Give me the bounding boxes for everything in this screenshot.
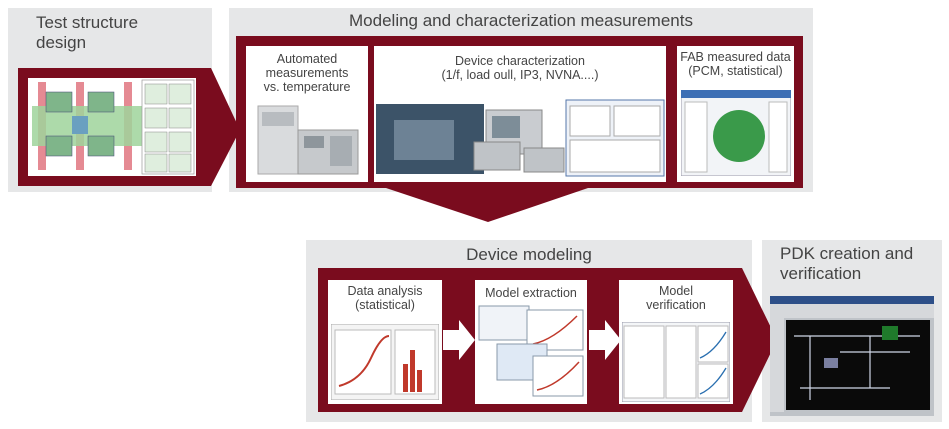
automated-measurements-card: Automated measurements vs. temperature xyxy=(246,46,368,182)
pdk-image xyxy=(770,296,934,416)
model-extraction-label: Model extraction xyxy=(485,286,577,300)
data-analysis-label: Data analysis (statistical) xyxy=(347,284,423,312)
test-structure-title: Test structure design xyxy=(36,13,139,52)
data-analysis-card: Data analysis (statistical) xyxy=(328,280,442,404)
wafer-map-image xyxy=(681,90,791,176)
modeling-title: Modeling and characterization measuremen… xyxy=(349,11,693,30)
statistical-plot-image xyxy=(331,324,439,400)
fab-data-label: FAB measured data (PCM, statistical) xyxy=(680,50,791,78)
model-extraction-card: Model extraction xyxy=(475,280,587,404)
test-equipment-image xyxy=(257,105,359,175)
layout-editor-image xyxy=(770,296,934,412)
layout-drawing xyxy=(32,79,195,175)
characterization-setup-image xyxy=(376,99,665,177)
verification-table-image xyxy=(622,322,730,402)
arrow-right-icon xyxy=(589,320,621,360)
device-modeling-title: Device modeling xyxy=(466,245,592,264)
test-structure-image xyxy=(28,78,196,176)
automated-measurements-label: Automated measurements vs. temperature xyxy=(263,52,351,94)
model-verification-label: Model verification xyxy=(646,284,706,312)
extraction-windows-image xyxy=(478,305,584,397)
fab-data-card: FAB measured data (PCM, statistical) xyxy=(677,46,794,182)
device-characterization-label: Device characterization (1/f, load oull,… xyxy=(441,54,599,82)
device-characterization-card: Device characterization (1/f, load oull,… xyxy=(374,46,666,182)
model-verification-card: Model verification xyxy=(619,280,733,404)
arrow-right-icon xyxy=(443,320,475,360)
pdk-title: PDK creation and verification xyxy=(780,244,914,283)
